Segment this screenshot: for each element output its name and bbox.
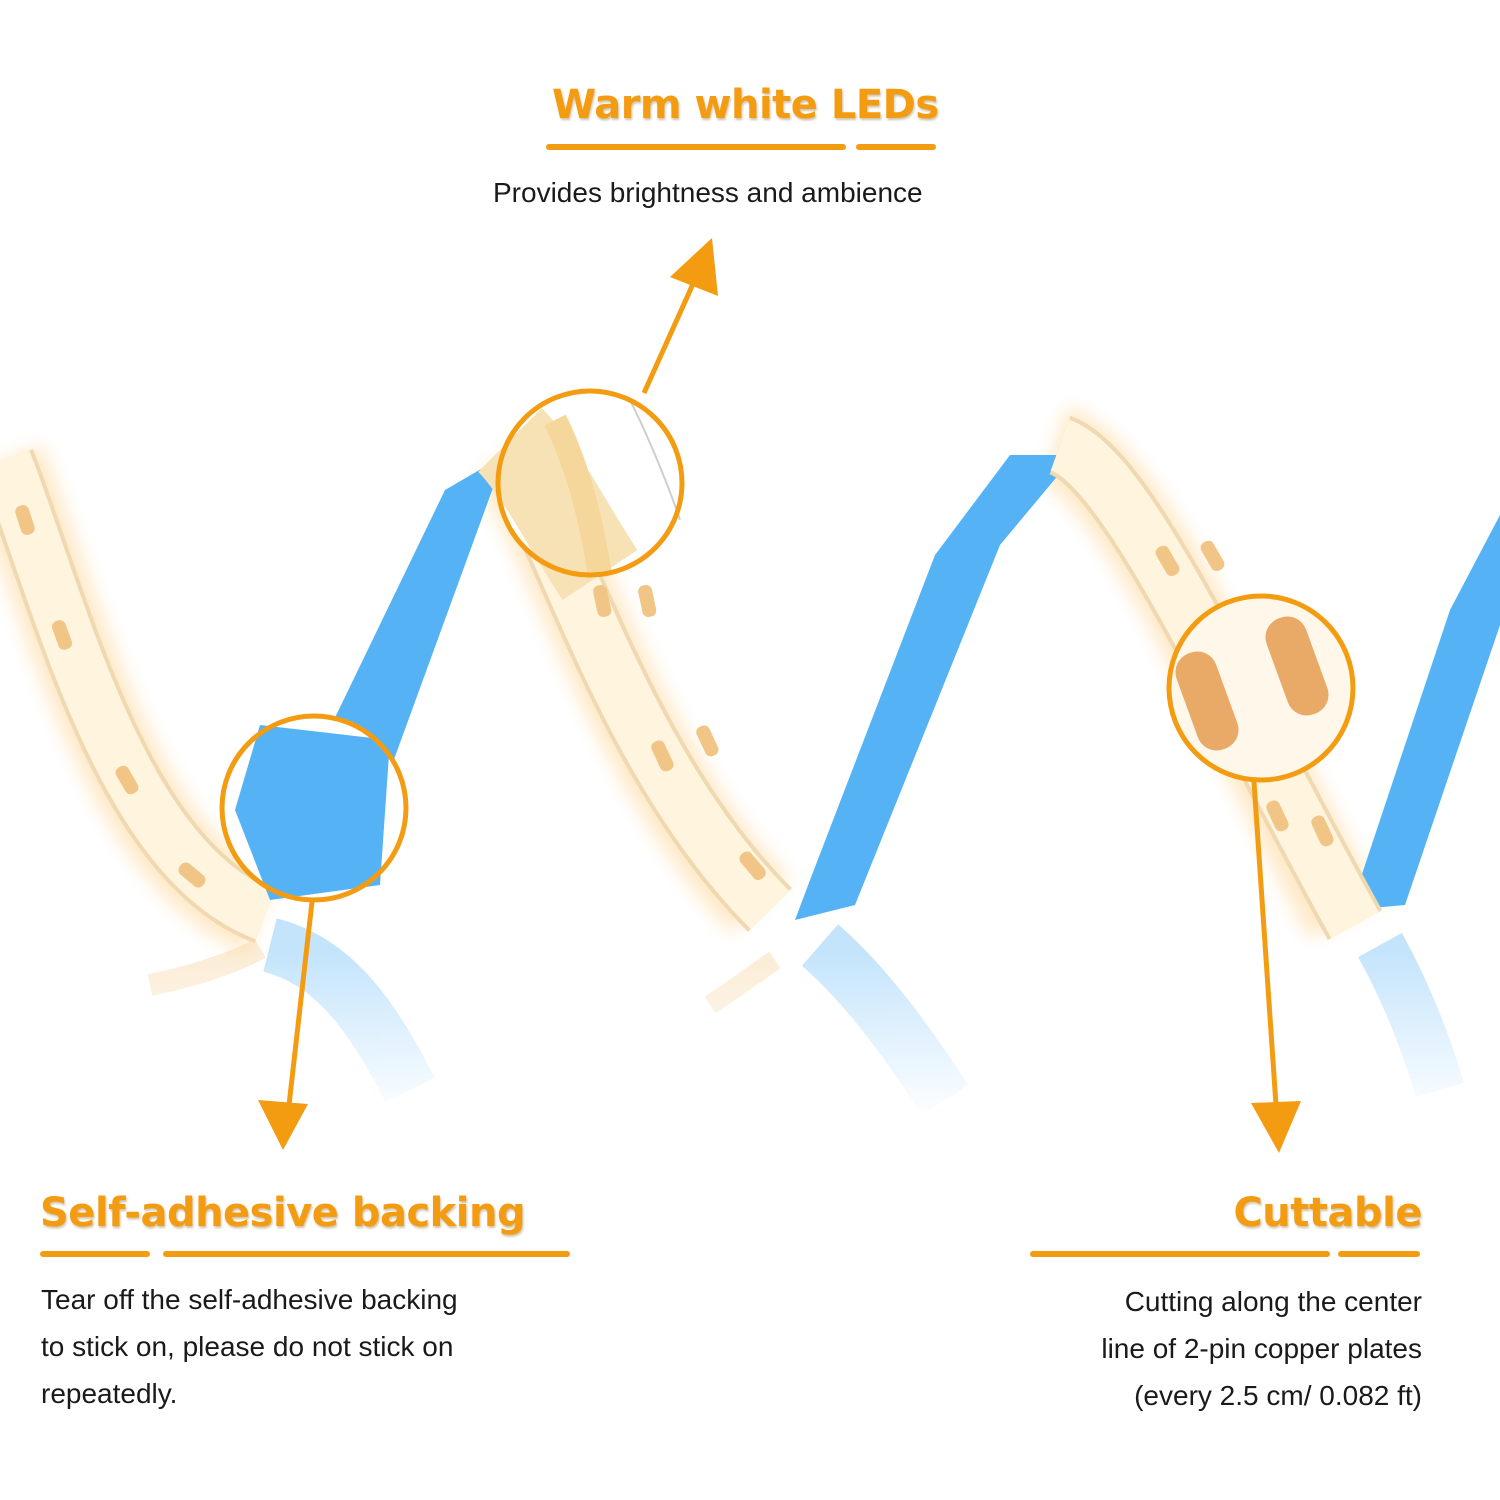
adhesive-underline-long: [163, 1251, 570, 1257]
warm-leds-underline-short: [856, 144, 936, 150]
magnifier-cut-detail: [1166, 593, 1356, 783]
arrow-to-adhesive: [258, 901, 315, 1150]
adhesive-line-2: to stick on, please do not stick on: [41, 1331, 454, 1362]
cuttable-line-2: line of 2-pin copper plates: [1101, 1333, 1422, 1364]
arrow-to-warm-leds: [641, 238, 718, 395]
cuttable-underline-short: [1338, 1251, 1420, 1257]
adhesive-line-3: repeatedly.: [41, 1378, 178, 1409]
cuttable-underline-long: [1030, 1251, 1330, 1257]
cuttable-description: Cutting along the center line of 2-pin c…: [902, 1278, 1422, 1419]
adhesive-underline-short: [40, 1251, 150, 1257]
adhesive-description: Tear off the self-adhesive backing to st…: [41, 1276, 581, 1417]
cuttable-line-3: (every 2.5 cm/ 0.082 ft): [1134, 1380, 1422, 1411]
arrow-to-cuttable: [1251, 781, 1301, 1153]
warm-leds-underline-long: [546, 144, 846, 150]
magnifier-led-detail: [477, 388, 685, 600]
adhesive-line-1: Tear off the self-adhesive backing: [41, 1284, 458, 1315]
cuttable-line-1: Cutting along the center: [1124, 1286, 1422, 1317]
warm-leds-title: Warm white LEDs: [552, 82, 939, 128]
cuttable-title: Cuttable: [1233, 1190, 1422, 1236]
led-chips: [15, 505, 1334, 888]
magnifier-backing-detail: [219, 713, 409, 903]
warm-leds-description: Provides brightness and ambience: [493, 177, 923, 208]
adhesive-title: Self-adhesive backing: [40, 1190, 526, 1236]
